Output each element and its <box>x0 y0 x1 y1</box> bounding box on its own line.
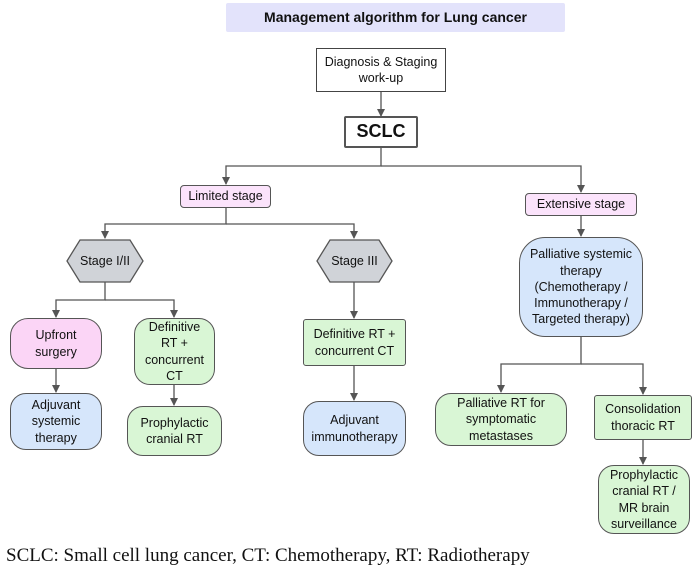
node-adjuvant-immunotherapy: Adjuvant immunotherapy <box>303 401 406 456</box>
node-diagnosis-staging-label: Diagnosis & Staging work-up <box>324 54 438 85</box>
node-consolidation-thoracic-rt: Consolidation thoracic RT <box>594 395 692 440</box>
node-limited-stage: Limited stage <box>180 185 271 208</box>
node-stage-3-label: Stage III <box>331 254 378 268</box>
diagram-title: Management algorithm for Lung cancer <box>226 3 565 32</box>
node-diagnosis-staging: Diagnosis & Staging work-up <box>316 48 446 92</box>
node-upfront-surgery-label: Upfront surgery <box>35 328 77 359</box>
footnote-abbreviations: SCLC: Small cell lung cancer, CT: Chemot… <box>6 545 530 566</box>
node-sclc-label: SCLC <box>356 121 406 142</box>
node-adjuvant-immunotherapy-label: Adjuvant immunotherapy <box>311 413 398 444</box>
node-adjuvant-systemic-therapy: Adjuvant systemic therapy <box>10 393 102 450</box>
node-definitive-rt-stage-3-label: Definitive RT + concurrent CT <box>313 327 396 358</box>
node-sclc: SCLC <box>344 116 418 148</box>
diagram-title-text: Management algorithm for Lung cancer <box>264 9 527 26</box>
node-extensive-stage-label: Extensive stage <box>536 197 626 212</box>
node-stage-3: Stage III <box>316 239 393 283</box>
node-stage-1-2-label: Stage I/II <box>79 254 131 268</box>
node-prophylactic-cranial-rt-mr-surveillance-label: Prophylactic cranial RT / MR brain surve… <box>609 468 679 531</box>
node-stage-1-2: Stage I/II <box>66 239 144 283</box>
node-palliative-rt: Palliative RT for symptomatic metastases <box>435 393 567 446</box>
node-palliative-systemic-therapy: Palliative systemic therapy (Chemotherap… <box>519 237 643 337</box>
node-palliative-systemic-therapy-label: Palliative systemic therapy (Chemotherap… <box>529 247 633 327</box>
node-palliative-rt-label: Palliative RT for symptomatic metastases <box>457 396 545 443</box>
node-prophylactic-cranial-rt: Prophylactic cranial RT <box>127 406 222 456</box>
node-prophylactic-cranial-rt-mr-surveillance: Prophylactic cranial RT / MR brain surve… <box>598 465 690 534</box>
node-extensive-stage: Extensive stage <box>525 193 637 216</box>
node-definitive-rt-stage-3: Definitive RT + concurrent CT <box>303 319 406 366</box>
node-definitive-rt-stage-1-2-label: Definitive RT + concurrent CT <box>144 320 205 383</box>
hexagon-shape <box>66 239 144 283</box>
node-upfront-surgery: Upfront surgery <box>10 318 102 369</box>
node-consolidation-thoracic-rt-label: Consolidation thoracic RT <box>605 402 681 433</box>
node-prophylactic-cranial-rt-label: Prophylactic cranial RT <box>140 415 209 446</box>
node-definitive-rt-stage-1-2: Definitive RT + concurrent CT <box>134 318 215 385</box>
hexagon-shape <box>316 239 393 283</box>
node-limited-stage-label: Limited stage <box>188 189 263 204</box>
node-adjuvant-systemic-therapy-label: Adjuvant systemic therapy <box>31 398 81 445</box>
